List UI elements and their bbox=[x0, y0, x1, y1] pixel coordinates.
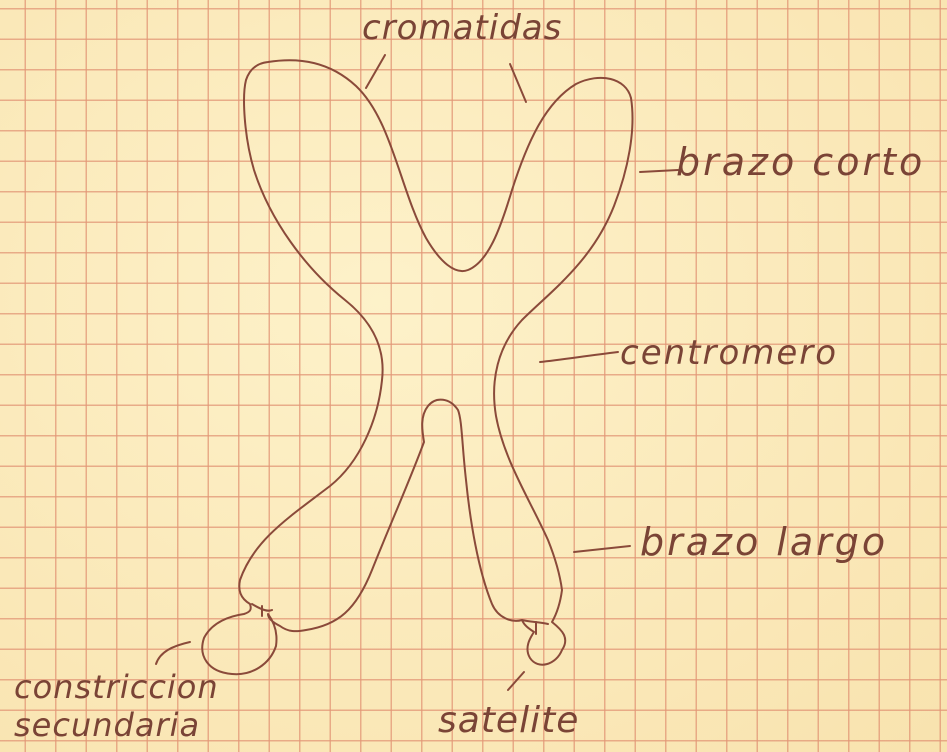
constriccion-pointer bbox=[156, 642, 190, 664]
chromosome-outline bbox=[202, 60, 632, 674]
label-centromero: centromero bbox=[620, 333, 838, 373]
brazo-largo-pointer bbox=[574, 546, 630, 552]
cromatidas-pointer-right bbox=[510, 64, 526, 102]
label-constriccion-secundaria: constriccion secundaria bbox=[14, 668, 219, 744]
satelite-pointer bbox=[508, 672, 524, 690]
centromero-pointer bbox=[540, 352, 618, 362]
label-cromatidas: cromatidas bbox=[362, 8, 562, 48]
label-brazo-largo: brazo largo bbox=[640, 520, 888, 564]
label-constriccion-line2: secundaria bbox=[14, 706, 219, 744]
label-brazo-corto: brazo corto bbox=[676, 140, 925, 184]
cromatidas-pointer-left bbox=[366, 55, 385, 88]
label-constriccion-line1: constriccion bbox=[14, 668, 219, 706]
label-satelite: satelite bbox=[438, 700, 579, 741]
brazo-corto-pointer bbox=[640, 170, 678, 172]
